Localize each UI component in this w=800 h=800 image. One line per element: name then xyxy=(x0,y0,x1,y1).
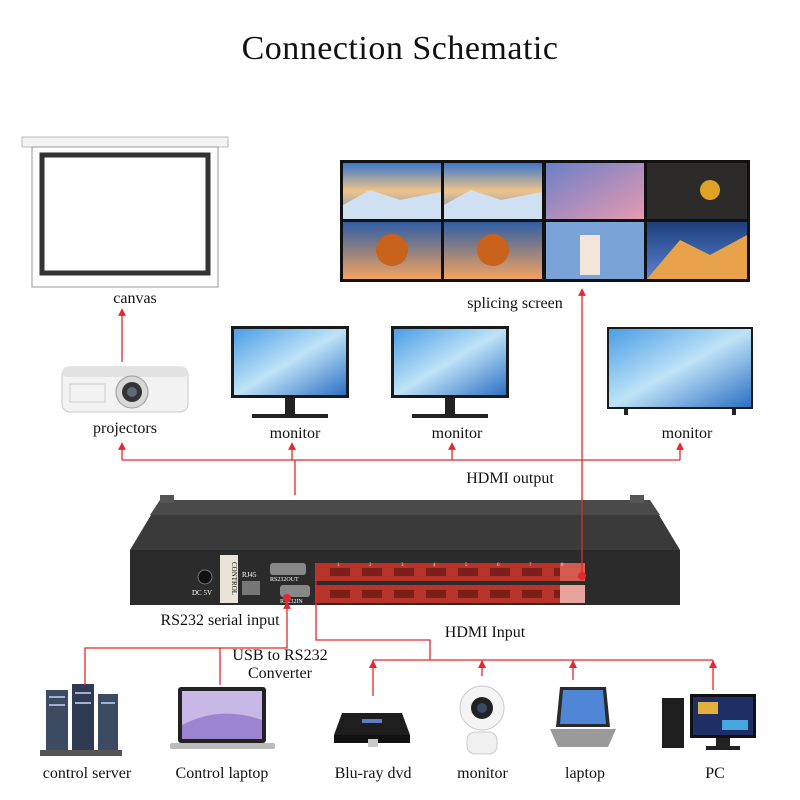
arrow-laptop xyxy=(569,660,577,668)
port-8: 8 xyxy=(561,563,564,568)
projector-screen xyxy=(20,135,230,290)
arrow-monitor xyxy=(478,660,486,668)
splicing-screen-label: splicing screen xyxy=(467,295,563,312)
monitor-output-1 xyxy=(230,325,350,420)
rs232-serial-input-label: RS232 serial input xyxy=(160,612,280,629)
hdmi-output-label: HDMI output xyxy=(466,470,554,487)
security-camera-icon xyxy=(455,680,510,760)
dc-label: DC 5V xyxy=(192,589,213,597)
usb-converter-line2: Converter xyxy=(248,665,312,682)
port-numbers: 1 2 3 4 5 6 7 8 xyxy=(325,563,585,569)
hdmi-input-label: HDMI Input xyxy=(444,624,526,641)
bluray-label: Blu-ray dvd xyxy=(334,765,412,782)
bluray-player-icon xyxy=(332,705,412,750)
control-tag: CONTROL xyxy=(230,562,238,596)
control-laptop-icon xyxy=(170,685,275,755)
port-5: 5 xyxy=(465,563,468,568)
rs232-port-dot xyxy=(283,594,291,602)
splicing-port-dot xyxy=(578,572,586,580)
splicing-screen xyxy=(340,160,750,282)
page-title: Connection Schematic xyxy=(241,30,559,67)
server-rack-icon xyxy=(38,680,123,760)
control-server-label: control server xyxy=(42,765,132,782)
wire-hdmi-input-main xyxy=(315,578,431,660)
rs232out-label: RS232OUT xyxy=(270,577,299,583)
port-3: 3 xyxy=(401,563,404,568)
port-2: 2 xyxy=(369,563,372,568)
rj45-label: RJ45 xyxy=(242,571,257,579)
laptop-label: laptop xyxy=(565,765,605,782)
laptop-icon xyxy=(548,685,618,755)
tv-output xyxy=(606,326,754,416)
projectors-label: projectors xyxy=(93,420,157,437)
arrow-bluray xyxy=(369,660,377,668)
port-4: 4 xyxy=(433,563,436,568)
arrow-pc xyxy=(709,660,717,668)
monitor-output-2 xyxy=(390,325,510,420)
rs232in-label: RS232IN xyxy=(280,599,303,605)
control-laptop-label: Control laptop xyxy=(175,765,269,782)
usb-converter-label: USB to RS232 Converter xyxy=(225,647,335,683)
usb-converter-line1: USB to RS232 xyxy=(232,647,328,664)
port-1: 1 xyxy=(337,563,340,568)
monitor-output-3-label: monitor xyxy=(661,425,713,442)
wire-rs232-input xyxy=(84,601,291,685)
monitor-output-1-label: monitor xyxy=(269,425,321,442)
pc-label: PC xyxy=(705,765,725,782)
port-6: 6 xyxy=(497,563,500,568)
monitor-output-2-label: monitor xyxy=(431,425,483,442)
pc-icon xyxy=(660,690,760,755)
port-7: 7 xyxy=(529,563,532,568)
matrix-switcher: CONTROL RJ45 RS232OUT RS232IN DC 5V 1 2 … xyxy=(130,495,680,610)
canvas-label: canvas xyxy=(113,290,157,307)
projector xyxy=(60,362,190,417)
input-monitor-label: monitor xyxy=(457,765,508,782)
